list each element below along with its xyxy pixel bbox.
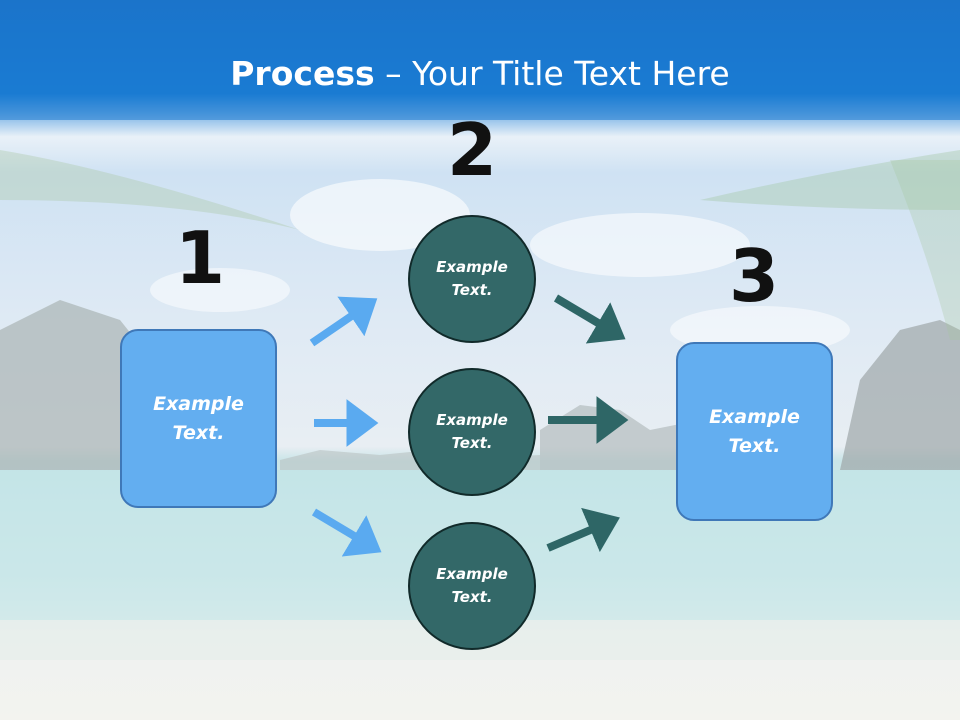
circle-bottom-text: Example Text. bbox=[436, 565, 508, 606]
step-2-circle-top: Example Text. bbox=[408, 215, 536, 343]
arrow-bottom-to-3 bbox=[546, 507, 620, 553]
circle-middle-text: Example Text. bbox=[436, 411, 508, 452]
arrow-1-to-bottom bbox=[311, 508, 382, 557]
circle-top-text: Example Text. bbox=[436, 258, 508, 299]
step-number-1: 1 bbox=[174, 216, 226, 300]
step-number-3: 3 bbox=[728, 234, 780, 318]
step-3-text: Example Text. bbox=[709, 405, 800, 457]
arrow-1-to-top bbox=[309, 296, 378, 347]
step-1-box: Example Text. bbox=[120, 329, 277, 508]
slide-title: Process – Your Title Text Here bbox=[0, 52, 960, 96]
step-2-circle-middle: Example Text. bbox=[408, 368, 536, 496]
step-2-circle-bottom: Example Text. bbox=[408, 522, 536, 650]
step-1-text: Example Text. bbox=[153, 392, 244, 444]
arrow-top-to-3 bbox=[553, 294, 626, 344]
title-rest: – Your Title Text Here bbox=[374, 54, 730, 93]
title-bold: Process bbox=[230, 54, 375, 93]
step-number-2: 2 bbox=[446, 108, 498, 192]
step-3-box: Example Text. bbox=[676, 342, 833, 521]
